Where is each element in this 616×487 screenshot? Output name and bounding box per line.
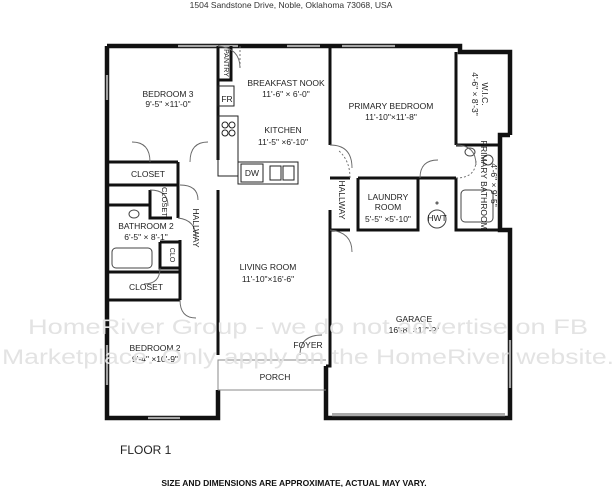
kitchen-dims: 11'-5" ×6'-10" — [258, 137, 308, 147]
garage-name: GARAGE — [396, 314, 433, 324]
closet-lower-name: CLOSET — [129, 282, 163, 292]
laundry-name: LAUNDRY — [368, 192, 409, 202]
garage-door — [332, 413, 505, 417]
primary-bathroom-dims: 4'-6" × 9'-5" — [489, 163, 499, 207]
wic-dims: 4'-6" × 8'-3" — [470, 72, 480, 116]
fridge-label: FR — [221, 94, 232, 104]
window-frames — [105, 44, 512, 420]
bedroom3-dims: 9'-5" ×11'-0" — [145, 99, 190, 109]
primary-bathroom-name: PRIMARY BATHROOM — [479, 140, 489, 229]
breakfast-nook-name: BREAKFAST NOOK — [247, 78, 325, 88]
garage-dims: 16'-8" ×17'-9" — [389, 325, 440, 335]
kitchen-name: KITCHEN — [264, 125, 301, 135]
laundry-dims: 5'-5" ×5'-10" — [365, 214, 411, 224]
hallway-right-name: HALLWAY — [337, 180, 347, 219]
porch-name: PORCH — [260, 372, 291, 382]
hallway-left-name: HALLWAY — [191, 208, 201, 247]
breakfast-nook-dims: 11'-6" × 6'-0" — [262, 89, 310, 99]
porch-outline — [217, 359, 326, 391]
pantry-name: PANTRY — [222, 49, 229, 77]
bathroom2-dims: 6'-5" × 8'-1" — [124, 232, 168, 242]
watermark-line2: Marketplace. Only apply on the HomeRiver… — [2, 346, 614, 369]
kitchen-counters — [217, 85, 299, 185]
primary-bedroom-dims: 11'-10"×11'-8" — [365, 112, 417, 122]
property-address: 1504 Sandstone Drive, Noble, Oklahoma 73… — [190, 0, 393, 10]
windows — [105, 44, 512, 420]
closet-upper-name: CLOSET — [131, 169, 165, 179]
wic-name: W.I.C. — [480, 82, 490, 105]
closet-small-name: CLOSET — [160, 187, 169, 217]
bedroom3-name: BEDROOM 3 — [142, 89, 193, 99]
laundry-name-line2: ROOM — [375, 202, 401, 212]
living-room-dims: 11'-10"×16'-6" — [242, 274, 294, 284]
clo-label: CLO — [168, 248, 175, 263]
hwt-label: HWT — [427, 213, 446, 223]
footer-note: SIZE AND DIMENSIONS ARE APPROXIMATE, ACT… — [161, 478, 426, 487]
bedroom2-name: BEDROOM 2 — [129, 343, 180, 353]
watermark: HomeRiver Group - we do not advertise on… — [2, 316, 614, 369]
bathroom2-name: BATHROOM 2 — [118, 221, 174, 231]
bedroom2-dims: 9'-4" ×10'-9" — [132, 354, 178, 364]
bathroom-fixtures — [111, 147, 494, 269]
floor-label: FLOOR 1 — [120, 443, 172, 457]
room-labels: BEDROOM 3 9'-5" ×11'-0" PANTRY BREAKFAST… — [118, 49, 499, 382]
primary-bedroom-name: PRIMARY BEDROOM — [349, 101, 434, 111]
dishwasher-label: DW — [245, 168, 259, 178]
watermark-line1: HomeRiver Group - we do not advertise on… — [28, 316, 588, 339]
door-swings — [131, 45, 477, 356]
living-room-name: LIVING ROOM — [240, 262, 297, 272]
foyer-name: FOYER — [293, 340, 322, 350]
